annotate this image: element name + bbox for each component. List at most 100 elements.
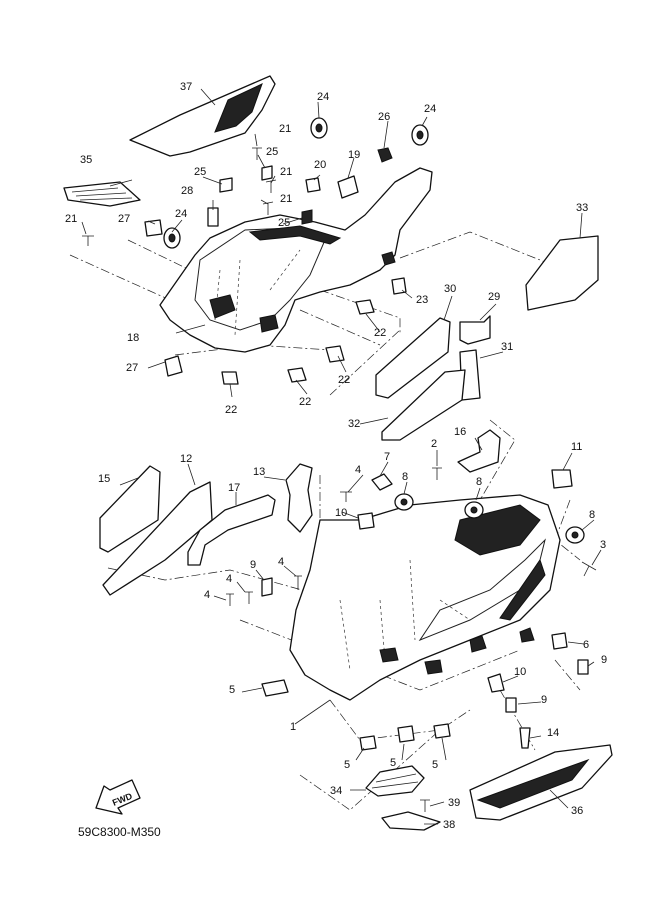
part-3-screw	[581, 561, 597, 577]
part-20-bolt	[305, 177, 321, 193]
label-25b: 25	[194, 166, 206, 178]
label-12: 12	[180, 453, 192, 465]
label-8b: 8	[476, 476, 482, 488]
label-25a: 25	[266, 146, 278, 158]
label-19: 19	[348, 149, 360, 161]
label-5b: 5	[344, 759, 350, 771]
label-4c: 4	[226, 573, 232, 585]
part-14-pin	[519, 727, 531, 749]
part-4-screw-d	[226, 593, 234, 606]
part-9-bolt-c	[505, 697, 517, 713]
part-7-spacer	[371, 473, 393, 491]
part-5-nut-d	[433, 723, 451, 739]
label-9c: 9	[541, 694, 547, 706]
label-38: 38	[443, 819, 455, 831]
part-4-screw-a	[340, 491, 352, 502]
label-13: 13	[253, 466, 265, 478]
part-33-panel	[525, 235, 599, 311]
part-27-clip-b	[164, 355, 183, 377]
lower-assembly	[99, 419, 613, 831]
label-10b: 10	[514, 666, 526, 678]
diagram-code: 59C8300-M350	[78, 825, 161, 839]
part-22-nut-b	[325, 345, 345, 363]
part-38-strip	[381, 811, 441, 831]
label-35: 35	[80, 154, 92, 166]
label-37: 37	[180, 81, 192, 93]
label-4d: 4	[204, 589, 210, 601]
part-8-grommet-a	[394, 493, 414, 511]
label-9a: 9	[250, 559, 256, 571]
part-35-grille	[63, 181, 141, 207]
label-5c: 5	[390, 757, 396, 769]
part-10-clip-a	[357, 512, 375, 530]
part-5-nut-b	[359, 735, 377, 751]
label-3: 3	[600, 539, 606, 551]
part-5-nut-c	[397, 725, 415, 743]
label-16: 16	[454, 426, 466, 438]
part-21-screw-c	[262, 201, 274, 215]
label-24b: 24	[424, 103, 436, 115]
part-32-pad	[381, 369, 466, 441]
part-29-pad	[459, 315, 491, 345]
label-39: 39	[448, 797, 460, 809]
part-37-trim	[214, 83, 263, 133]
label-21d: 21	[65, 213, 77, 225]
part-24-grommet-b	[411, 124, 429, 146]
part-6-clip	[551, 632, 568, 650]
label-25c: 25	[278, 217, 290, 229]
part-16-bracket	[457, 429, 501, 473]
label-14: 14	[547, 727, 559, 739]
part-22-nut-d	[221, 371, 239, 385]
part-39-screw	[420, 799, 430, 812]
label-22b: 22	[338, 374, 350, 386]
label-29: 29	[488, 291, 500, 303]
label-22d: 22	[299, 396, 311, 408]
label-32: 32	[348, 418, 360, 430]
part-24-grommet-c	[163, 227, 181, 249]
part-5-nut-a	[261, 679, 289, 697]
label-23: 23	[416, 294, 428, 306]
part-13-panel	[285, 463, 313, 533]
part-25-bolt-a	[219, 177, 233, 193]
label-15: 15	[98, 473, 110, 485]
label-21c: 21	[280, 193, 292, 205]
label-24a: 24	[317, 91, 329, 103]
part-25-bolt-b	[261, 165, 273, 181]
part-8-grommet-b	[464, 501, 484, 519]
upper-assembly	[63, 75, 599, 441]
part-30-pad	[375, 317, 451, 399]
label-4a: 4	[355, 464, 361, 476]
part-2-screw	[432, 467, 442, 480]
label-22a: 22	[374, 327, 386, 339]
part-4-screw-b	[294, 575, 302, 590]
part-24-grommet-a	[310, 117, 328, 139]
label-31: 31	[501, 341, 513, 353]
part-22-nut-a	[355, 299, 375, 315]
label-18: 18	[127, 332, 139, 344]
part-9-bolt-a	[261, 577, 273, 597]
label-30: 30	[444, 283, 456, 295]
label-6: 6	[583, 639, 589, 651]
fwd-arrow-icon: FWD	[95, 779, 141, 815]
part-21-screw-b	[265, 179, 277, 193]
part-25-bolt-c	[301, 209, 313, 225]
part-8-grommet-c	[565, 526, 585, 544]
label-28: 28	[181, 185, 193, 197]
label-4b: 4	[278, 556, 284, 568]
part-11-bracket	[551, 469, 573, 489]
part-21-screw-d	[82, 235, 94, 246]
label-24c: 24	[175, 208, 187, 220]
label-21a: 21	[279, 123, 291, 135]
part-15-panel	[99, 465, 161, 553]
label-5d: 5	[432, 759, 438, 771]
part-4-screw-c	[245, 591, 253, 604]
label-27b: 27	[126, 362, 138, 374]
part-22-nut-c	[287, 367, 307, 383]
label-27a: 27	[118, 213, 130, 225]
part-17-panel	[187, 494, 276, 566]
label-36: 36	[571, 805, 583, 817]
label-2: 2	[431, 438, 437, 450]
label-9b: 9	[601, 654, 607, 666]
label-20: 20	[314, 159, 326, 171]
